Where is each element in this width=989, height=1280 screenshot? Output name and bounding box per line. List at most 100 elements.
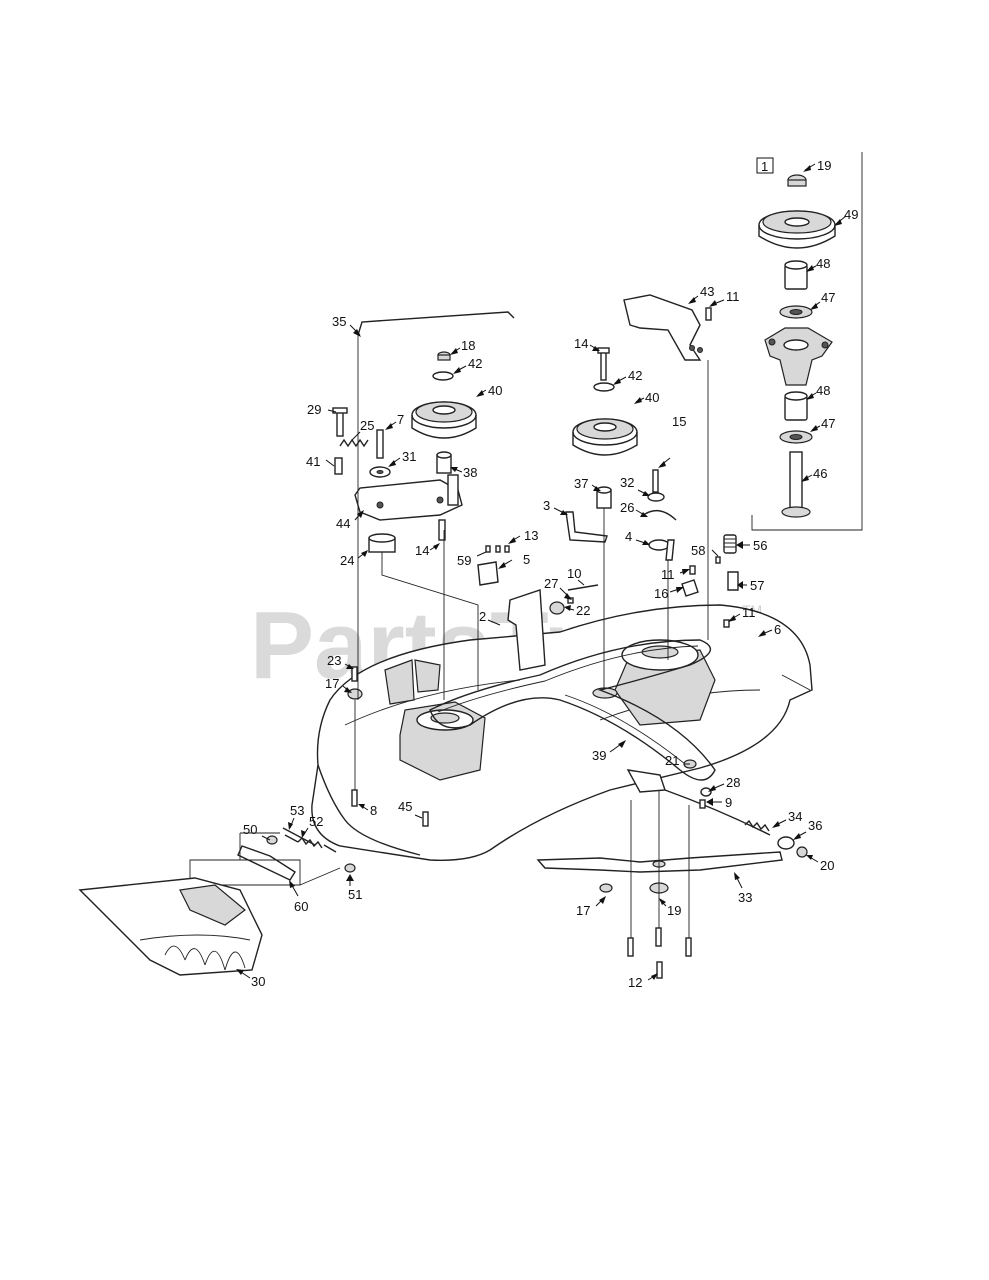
spindle-kit-bracket: 1 xyxy=(751,152,863,531)
svg-text:41: 41 xyxy=(306,454,320,469)
svg-text:47: 47 xyxy=(821,416,835,431)
svg-text:44: 44 xyxy=(336,516,350,531)
callout-42-center: 42 xyxy=(613,368,642,385)
rod-35 xyxy=(357,311,515,336)
svg-text:15: 15 xyxy=(672,414,686,429)
callout-59: 59 xyxy=(457,551,487,568)
spindle-assembly xyxy=(758,174,836,518)
svg-text:16: 16 xyxy=(654,586,668,601)
callout-56: 56 xyxy=(736,538,767,553)
callout-51: 51 xyxy=(346,874,362,902)
svg-text:40: 40 xyxy=(645,390,659,405)
deck-hardware-left xyxy=(347,666,429,827)
callout-18: 18 xyxy=(450,338,475,355)
callout-49: 49 xyxy=(834,207,858,226)
grease-fittings xyxy=(681,534,739,628)
svg-text:32: 32 xyxy=(620,475,634,490)
explosion-lines xyxy=(354,335,709,790)
callout-48-lower: 48 xyxy=(806,383,830,400)
svg-text:4: 4 xyxy=(625,529,632,544)
svg-text:20: 20 xyxy=(820,858,834,873)
svg-text:28: 28 xyxy=(726,775,740,790)
svg-text:38: 38 xyxy=(463,465,477,480)
callout-7: 7 xyxy=(385,412,404,430)
callout-8: 8 xyxy=(358,803,377,818)
callout-57: 57 xyxy=(737,578,764,593)
idler-hardware-right xyxy=(565,469,677,561)
svg-text:19: 19 xyxy=(817,158,831,173)
callout-45: 45 xyxy=(398,799,423,819)
svg-text:18: 18 xyxy=(461,338,475,353)
callout-11-top: 11 xyxy=(709,289,740,307)
svg-text:57: 57 xyxy=(750,578,764,593)
callout-37: 37 xyxy=(574,476,601,491)
callout-14-center: 14 xyxy=(574,336,600,351)
svg-text:39: 39 xyxy=(592,748,606,763)
svg-text:2: 2 xyxy=(479,609,486,624)
callout-21: 21 xyxy=(665,753,690,768)
callout-33: 33 xyxy=(734,872,752,905)
blade-and-hardware xyxy=(536,759,808,979)
callout-39: 39 xyxy=(592,740,626,763)
svg-text:14: 14 xyxy=(415,543,429,558)
callout-26: 26 xyxy=(620,500,648,517)
svg-text:6: 6 xyxy=(774,622,781,637)
svg-text:56: 56 xyxy=(753,538,767,553)
svg-text:8: 8 xyxy=(370,803,377,818)
svg-text:60: 60 xyxy=(294,899,308,914)
svg-text:11: 11 xyxy=(661,567,675,582)
chute-linkage xyxy=(189,827,356,886)
callout-3: 3 xyxy=(543,498,568,515)
callout-58: 58 xyxy=(691,543,719,558)
callout-15: 15 xyxy=(658,414,686,468)
callout-41: 41 xyxy=(306,454,335,469)
svg-text:5: 5 xyxy=(523,552,530,567)
callout-35: 35 xyxy=(332,314,361,337)
svg-text:34: 34 xyxy=(788,809,802,824)
svg-text:25: 25 xyxy=(360,418,374,433)
callout-20: 20 xyxy=(806,855,834,873)
svg-text:40: 40 xyxy=(488,383,502,398)
svg-text:17: 17 xyxy=(576,903,590,918)
callout-43: 43 xyxy=(688,284,714,304)
svg-text:27: 27 xyxy=(544,576,558,591)
svg-text:48: 48 xyxy=(816,383,830,398)
svg-text:35: 35 xyxy=(332,314,346,329)
discharge-chute xyxy=(78,877,263,976)
svg-text:50: 50 xyxy=(243,822,257,837)
idler-pulley-left xyxy=(411,351,477,439)
callout-17-lower: 17 xyxy=(576,896,606,918)
svg-text:31: 31 xyxy=(402,449,416,464)
svg-text:46: 46 xyxy=(813,466,827,481)
callout-50: 50 xyxy=(243,822,271,841)
deck-spindles xyxy=(399,639,716,781)
callout-53: 53 xyxy=(288,803,304,830)
callout-19-lower: 19 xyxy=(659,898,681,918)
center-brackets xyxy=(477,545,599,671)
callout-36: 36 xyxy=(793,818,822,840)
callout-40-center: 40 xyxy=(634,390,659,405)
callout-40-left: 40 xyxy=(476,383,502,398)
svg-text:43: 43 xyxy=(700,284,714,299)
callout-4: 4 xyxy=(625,529,650,545)
callout-5: 5 xyxy=(498,552,530,569)
callout-12: 12 xyxy=(628,973,658,990)
svg-text:19: 19 xyxy=(667,903,681,918)
svg-text:51: 51 xyxy=(348,887,362,902)
kit-marker-box xyxy=(756,157,774,174)
callout-11-lower: 11 xyxy=(728,605,756,622)
callout-52: 52 xyxy=(301,814,323,838)
svg-text:42: 42 xyxy=(628,368,642,383)
svg-text:12: 12 xyxy=(628,975,642,990)
callout-32: 32 xyxy=(620,475,650,496)
callout-11-mid: 11 xyxy=(661,567,690,582)
svg-text:13: 13 xyxy=(524,528,538,543)
callout-25: 25 xyxy=(351,418,374,441)
callout-31: 31 xyxy=(388,449,416,467)
callout-14-left: 14 xyxy=(415,543,440,558)
svg-text:30: 30 xyxy=(251,974,265,989)
callout-29: 29 xyxy=(307,402,337,417)
svg-text:9: 9 xyxy=(725,795,732,810)
callout-30: 30 xyxy=(236,969,265,989)
